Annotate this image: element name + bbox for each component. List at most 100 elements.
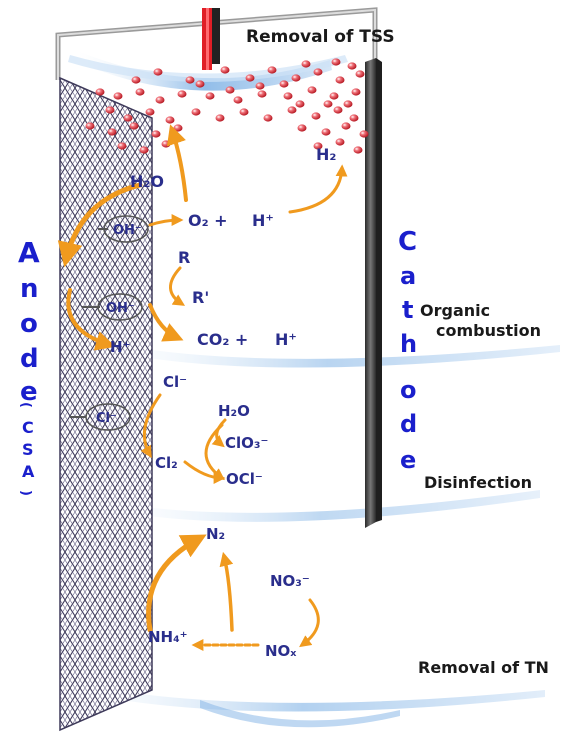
arrow-no3-to-nox: [299, 598, 320, 648]
species-cl2: Cl₂: [155, 454, 178, 472]
tss-bubble: [139, 146, 149, 154]
arrow-nh4-to-n2: [146, 534, 207, 633]
tss-bubble: [295, 100, 305, 108]
species-nh4: NH₄⁺: [148, 628, 188, 646]
tss-bubble: [323, 100, 333, 108]
tss-bubble: [333, 106, 343, 114]
species-clo3: ClO₃⁻: [225, 434, 268, 452]
tss-bubble: [239, 108, 249, 116]
tss-bubble: [107, 128, 117, 136]
tss-bubble: [279, 80, 289, 88]
species-oh-1: OH⁻: [113, 223, 142, 238]
tss-bubble: [155, 96, 165, 104]
tss-bubble: [335, 76, 345, 84]
tss-bubble: [331, 58, 341, 66]
tss-bubble: [291, 74, 301, 82]
species-r-radical: R': [192, 288, 209, 307]
tss-bubble: [105, 106, 115, 114]
species-h2o-mid: H₂O: [218, 402, 250, 420]
tss-bubble: [359, 130, 369, 138]
species-co2: CO₂ +: [197, 330, 248, 349]
species-cl-minus-circle: Cl⁻: [96, 411, 117, 426]
tss-bubble: [233, 96, 243, 104]
arrow-oh2-to-co2: [148, 303, 184, 342]
cathode-plate: [365, 58, 382, 528]
species-nox: NOₓ: [265, 642, 297, 660]
tss-bubble: [225, 86, 235, 94]
species-n2: N₂: [206, 525, 225, 543]
species-cl-minus-top: Cl⁻: [163, 373, 187, 391]
tss-bubble: [287, 106, 297, 114]
tss-bubble: [301, 60, 311, 68]
tss-bubble: [205, 92, 215, 100]
arrow-h2o-to-oh: [57, 182, 143, 268]
label-combustion: combustion: [436, 321, 541, 340]
arrow-h-to-h2: [288, 164, 348, 214]
tss-bubble: [161, 140, 171, 148]
tss-bubble: [177, 90, 187, 98]
label-removal-tss: Removal of TSS: [246, 27, 395, 47]
species-hplus-left: H⁺: [110, 338, 130, 356]
flow-band-top: [68, 52, 348, 91]
tss-bubble: [351, 88, 361, 96]
process-labels: Removal of TSS Organic combustion Disinf…: [246, 27, 549, 677]
tss-bubble: [263, 114, 273, 122]
tss-bubble: [307, 86, 317, 94]
tss-bubble: [267, 66, 277, 74]
tss-bubble: [313, 68, 323, 76]
tss-bubble: [185, 76, 195, 84]
arrow-cl2-to-ocl: [183, 460, 226, 484]
arrow-cl-to-cl2: [140, 393, 162, 459]
flow-band-disinfection: [100, 490, 540, 522]
cathode-label: C a t h o d e: [398, 227, 417, 474]
tss-bubble: [191, 108, 201, 116]
anode-charge-circles: [70, 215, 149, 431]
species-o2: O₂ +: [188, 211, 228, 230]
anode-sub-open: (: [18, 402, 33, 408]
anode-letter-e: e: [20, 377, 38, 407]
species-hplus-1: H⁺: [252, 211, 274, 230]
flow-band-bottom: [60, 680, 545, 728]
label-organic: Organic: [420, 301, 490, 320]
cathode-letter-h: h: [400, 330, 417, 358]
anode-letter-d: d: [20, 344, 39, 374]
species-r: R: [178, 248, 190, 267]
tss-bubble: [321, 128, 331, 136]
arrow-r-to-r: [169, 266, 186, 306]
arrow-oh-to-o2: [148, 214, 184, 227]
tss-bubble: [215, 114, 225, 122]
label-removal-tn: Removal of TN: [418, 658, 549, 677]
arrow-h2o-to-clo3: [211, 418, 227, 448]
flow-band-organic: [95, 340, 560, 368]
tss-bubble: [131, 76, 141, 84]
anode-label: A n o d e ( C S A ): [18, 236, 40, 496]
species-h2o-top: H₂O: [130, 172, 164, 191]
tss-bubble: [135, 88, 145, 96]
species-labels: H₂O OH⁻ O₂ + H⁺ H₂ R OH⁻ R' H⁺ CO₂ + H⁺ …: [96, 145, 336, 660]
tss-bubble: [355, 70, 365, 78]
anode-sub-a: A: [22, 462, 35, 481]
tss-bubble: [353, 146, 363, 154]
anode-sub-close: ): [18, 490, 33, 496]
species-no3: NO₃⁻: [270, 572, 310, 590]
tss-bubble: [255, 82, 265, 90]
anode-letter-a: A: [18, 236, 40, 269]
tss-bubble: [311, 112, 321, 120]
tss-bubble: [85, 122, 95, 130]
tss-bubble: [257, 90, 267, 98]
tss-bubble: [173, 124, 183, 132]
anode-letter-o: o: [20, 309, 38, 339]
arrow-to-bubbles: [166, 124, 188, 202]
species-oh-2: OH⁻: [106, 301, 135, 316]
tss-bubble: [341, 122, 351, 130]
species-ocl: OCl⁻: [226, 470, 263, 488]
arrow-nox-to-n2: [219, 551, 234, 632]
tss-bubble: [151, 130, 161, 138]
tss-bubble: [343, 100, 353, 108]
tss-bubble: [153, 68, 163, 76]
tss-bubble: [349, 114, 359, 122]
tss-bubble: [297, 124, 307, 132]
tss-bubble: [113, 92, 123, 100]
cathode-letter-a: a: [400, 262, 416, 290]
